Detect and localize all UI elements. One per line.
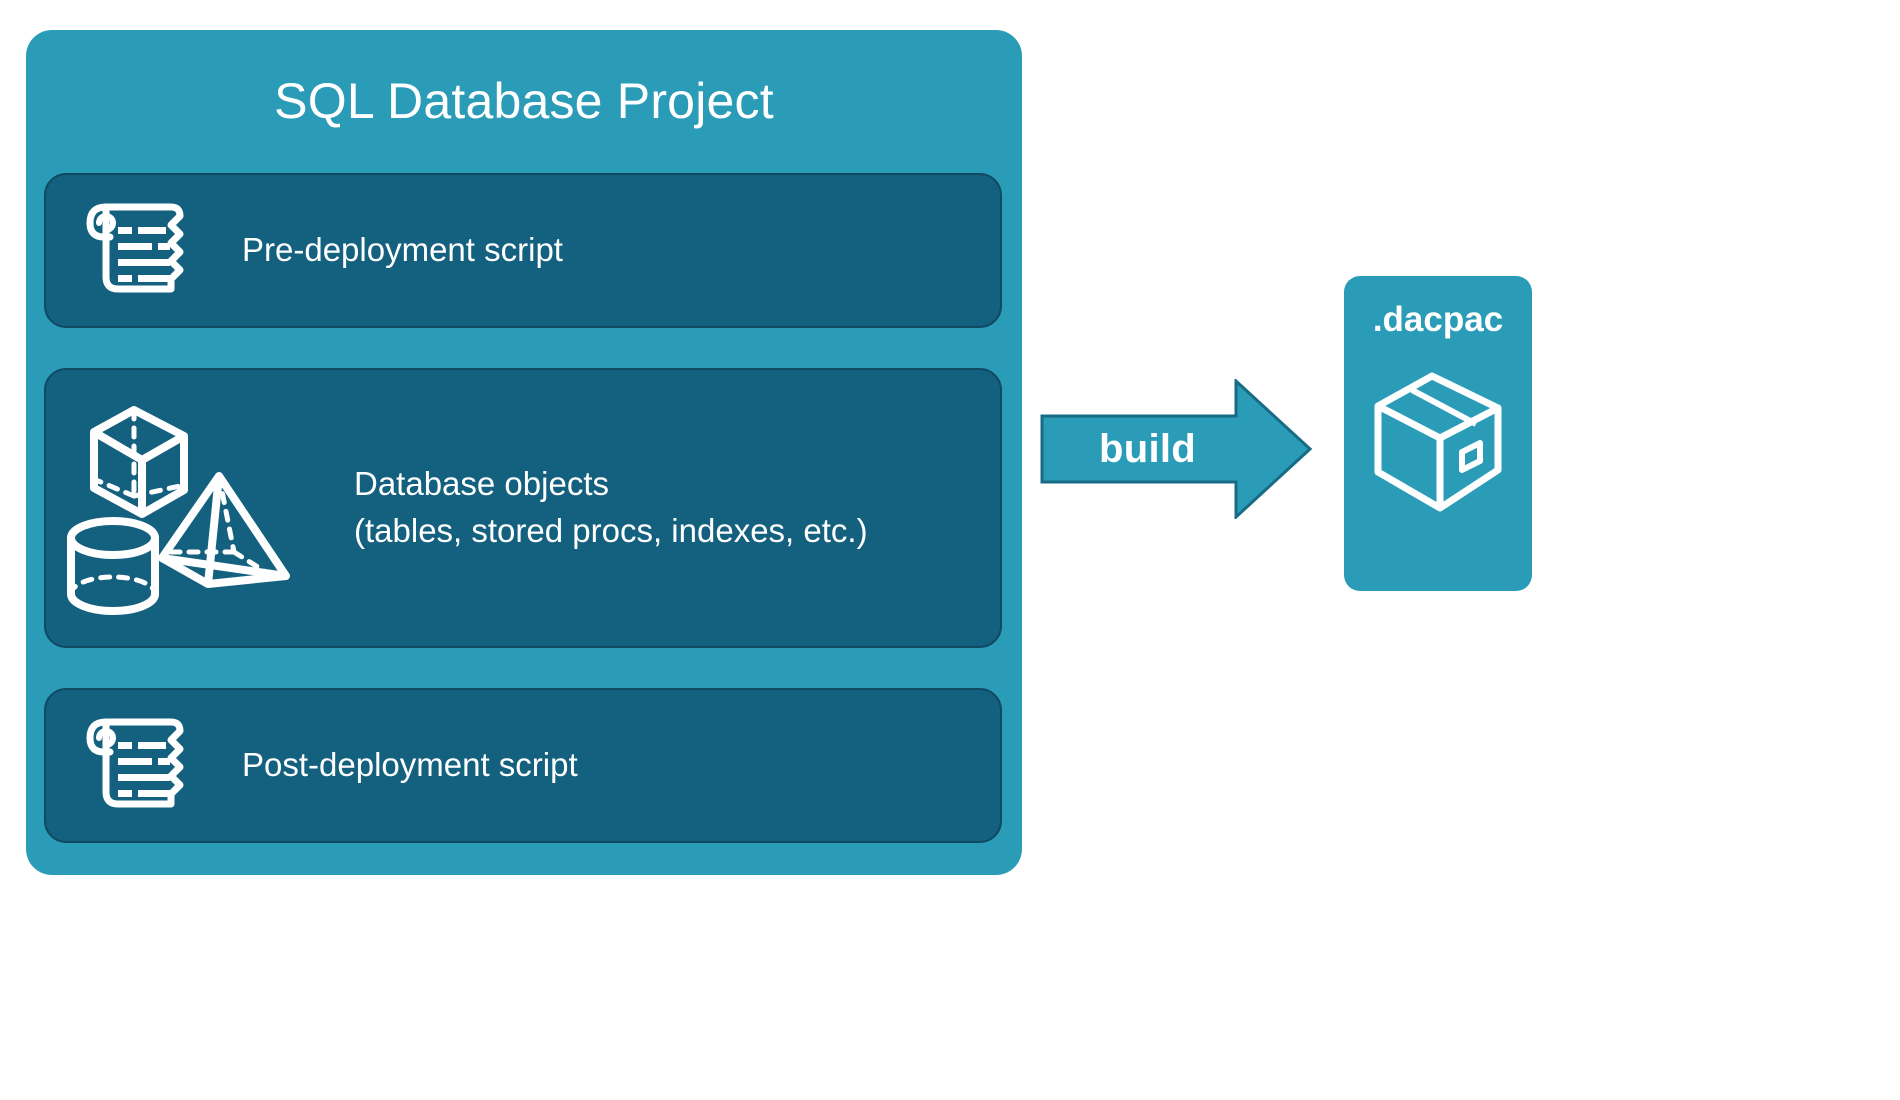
- panel-post-deployment-script[interactable]: Post-deployment script: [44, 688, 1002, 843]
- build-arrow-right-icon: [1040, 379, 1312, 519]
- scroll-icon-container-post: [62, 708, 212, 823]
- project-card-title: SQL Database Project: [274, 73, 774, 129]
- dacpac-title: .dacpac: [1372, 300, 1504, 339]
- package-box-icon: [1374, 372, 1502, 512]
- dacpac-output-card: .dacpac: [1344, 276, 1532, 591]
- sql-database-project-card: SQL Database Project: [26, 30, 1022, 875]
- panel-post-deployment-label: Post-deployment script: [242, 746, 578, 784]
- scroll-icon-container: [62, 193, 212, 308]
- cube-icon: [90, 406, 188, 518]
- panel-database-objects[interactable]: Database objects (tables, stored procs, …: [44, 368, 1002, 648]
- scroll-icon: [86, 203, 184, 293]
- panel-pre-deployment-script[interactable]: Pre-deployment script: [44, 173, 1002, 328]
- panel-pre-deployment-label: Pre-deployment script: [242, 231, 563, 269]
- pyramid-icon: [158, 472, 290, 588]
- cylinder-icon: [67, 517, 159, 615]
- database-objects-icon-group: [60, 388, 310, 628]
- panel-database-objects-label: Database objects (tables, stored procs, …: [354, 465, 868, 549]
- scroll-icon: [86, 718, 184, 808]
